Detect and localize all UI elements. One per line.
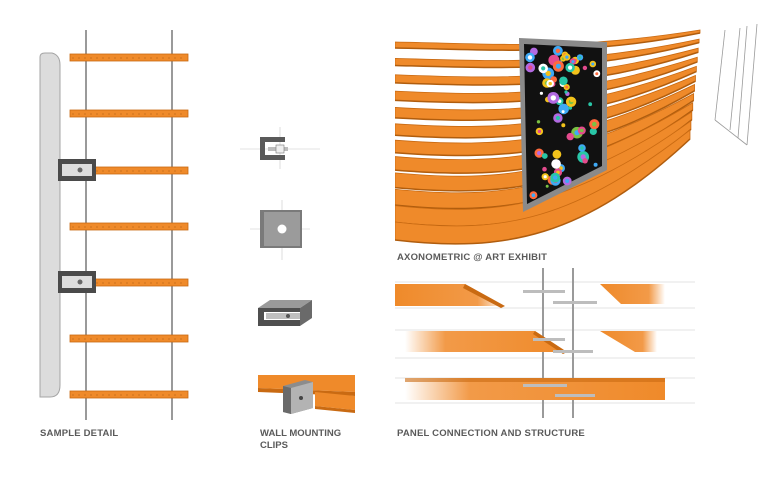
art-circle-inner [541, 66, 546, 71]
art-circle-inner [591, 129, 595, 133]
art-circle [593, 162, 598, 167]
artwork-circles [525, 45, 601, 200]
art-circle-inner [580, 146, 584, 150]
curved-slat-edge [395, 138, 691, 245]
art-circle-inner [550, 95, 556, 101]
art-circle-inner [568, 134, 572, 139]
art-circle [582, 158, 588, 164]
panel-row2-right [600, 331, 657, 352]
art-circle-inner [543, 175, 547, 179]
art-circle-inner [552, 78, 556, 81]
art-circle-inner [553, 175, 558, 180]
axonometric-drawing [395, 23, 758, 245]
wall-section [39, 52, 61, 398]
art-circle [539, 91, 543, 95]
art-circle-inner [561, 106, 567, 112]
art-circle [564, 90, 568, 94]
wall-clip-upper [58, 159, 96, 181]
art-circle-inner [537, 151, 542, 156]
panel-row1-left [395, 284, 505, 306]
clip-installed-view [258, 375, 355, 414]
art-circle [570, 98, 574, 103]
art-circle-inner [532, 49, 536, 54]
caption-wall-clips-line2: CLIPS [260, 440, 288, 451]
art-circle-inner [531, 193, 536, 197]
art-circle-inner [578, 56, 582, 59]
shelf-plank [69, 53, 189, 62]
clip-perspective-view [258, 300, 312, 326]
art-circle [542, 166, 547, 172]
art-circle-inner [528, 65, 533, 70]
art-circle-inner [568, 65, 573, 70]
art-circle-inner [591, 62, 595, 66]
art-circle [588, 102, 593, 107]
art-circle [541, 153, 548, 159]
artwork-panel [519, 38, 607, 212]
art-circle [561, 123, 566, 128]
caption-axonometric: AXONOMETRIC @ ART EXHIBIT [397, 252, 548, 263]
art-circle-inner [555, 48, 561, 53]
caption-wall-clips-line1: WALL MOUNTING [260, 428, 342, 439]
art-circle-inner [527, 55, 533, 60]
art-circle-inner [548, 81, 552, 86]
panel-connection-drawing [395, 268, 695, 418]
art-circle-inner [555, 115, 560, 121]
art-circle-inner [592, 121, 597, 127]
shelves [69, 53, 189, 399]
art-circle-inner [561, 78, 566, 83]
art-circle-inner [551, 57, 557, 63]
art-circle-inner [545, 70, 551, 77]
caption-sample-detail: SAMPLE DETAIL [40, 428, 119, 439]
art-circle-inner [554, 152, 559, 157]
art-circle-inner [557, 99, 562, 103]
art-circle-inner [555, 63, 561, 69]
art-circle [545, 184, 549, 188]
caption-wall-mounting-clips: WALL MOUNTING CLIPS [260, 428, 341, 452]
caption-panel-connection: PANEL CONNECTION AND STRUCTURE [397, 428, 585, 439]
art-circle [561, 110, 565, 114]
shelf-plank [69, 334, 189, 343]
art-circle [536, 120, 541, 124]
art-circle-inner [565, 85, 569, 89]
shelf-plank [69, 109, 189, 118]
sample-detail-drawing [39, 30, 189, 420]
clip-front-view [250, 200, 310, 260]
shelf-plank [69, 390, 189, 399]
art-circle-inner [565, 55, 569, 59]
art-circle-inner [580, 128, 584, 133]
art-circle-inner [595, 72, 599, 76]
wall-clip-lower [58, 271, 96, 293]
shelf-plank [69, 222, 189, 231]
clip-top-view [240, 127, 320, 169]
panel-row2-left [405, 331, 567, 352]
panel-row1-right [600, 284, 665, 304]
room-wall-lines [714, 23, 758, 146]
art-circle-inner [565, 179, 570, 183]
art-circle [582, 65, 588, 71]
art-circle-inner [537, 129, 542, 134]
art-circle-inner [571, 60, 575, 64]
panel-row3 [405, 378, 665, 400]
art-circle-inner [553, 161, 559, 167]
